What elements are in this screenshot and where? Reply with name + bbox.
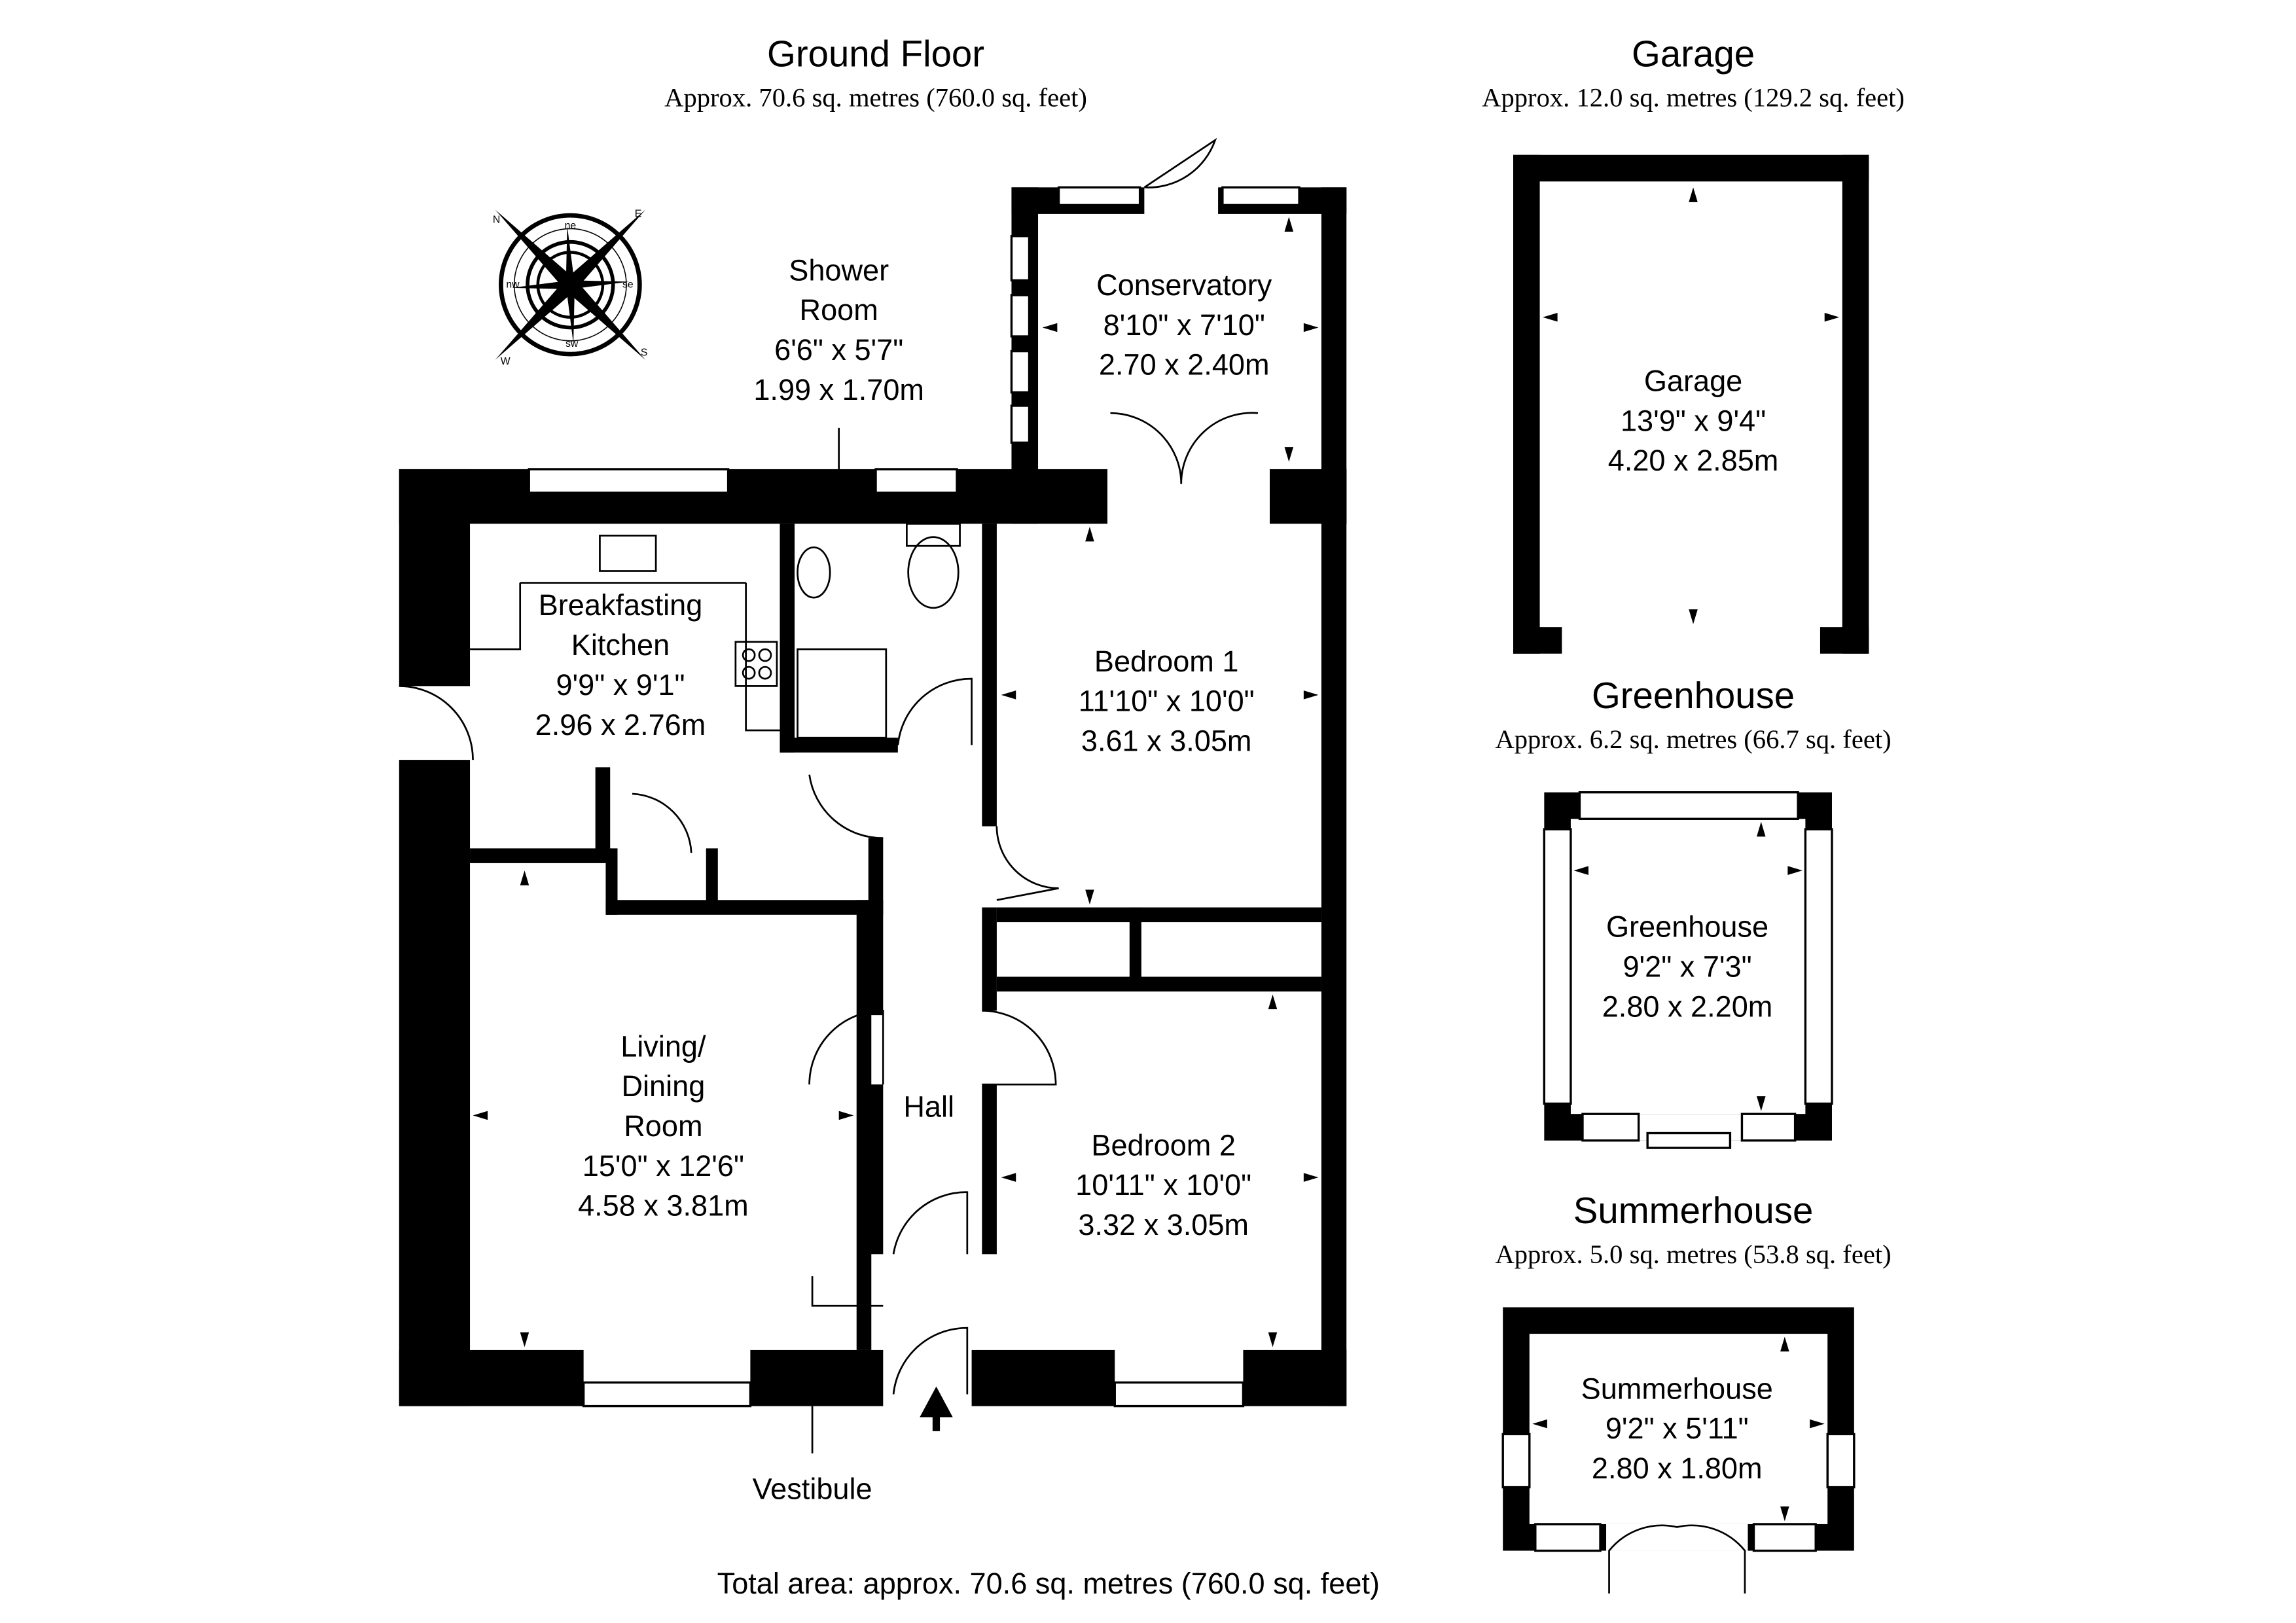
svg-text:E: E bbox=[635, 208, 642, 219]
room-summerhouse: Summerhouse 9'2" x 5'11" 2.80 x 1.80m bbox=[1581, 1372, 1773, 1485]
svg-text:Shower: Shower bbox=[789, 253, 889, 287]
room-breakfasting-kitchen: Breakfasting Kitchen 9'9" x 9'1" 2.96 x … bbox=[535, 588, 706, 741]
svg-text:9'9" x 9'1": 9'9" x 9'1" bbox=[556, 668, 685, 702]
svg-text:W: W bbox=[501, 356, 511, 367]
svg-text:9'2" x 7'3": 9'2" x 7'3" bbox=[1623, 950, 1751, 984]
greenhouse-title: Greenhouse bbox=[1592, 675, 1795, 716]
room-greenhouse: Greenhouse 9'2" x 7'3" 2.80 x 2.20m bbox=[1602, 910, 1773, 1024]
svg-text:Breakfasting: Breakfasting bbox=[539, 588, 703, 622]
garage-area: Approx. 12.0 sq. metres (129.2 sq. feet) bbox=[1482, 82, 1905, 112]
measurement-arrows bbox=[473, 187, 1840, 1522]
svg-text:Kitchen: Kitchen bbox=[571, 628, 670, 662]
svg-text:8'10" x 7'10": 8'10" x 7'10" bbox=[1103, 308, 1265, 342]
svg-text:N: N bbox=[493, 214, 500, 225]
room-garage: Garage 13'9" x 9'4" 4.20 x 2.85m bbox=[1608, 364, 1779, 477]
svg-text:Room: Room bbox=[624, 1109, 702, 1143]
room-vestibule: Vestibule bbox=[753, 1472, 872, 1506]
compass-rose-icon: N E S W ne se sw nw bbox=[493, 208, 648, 367]
svg-text:4.20 x 2.85m: 4.20 x 2.85m bbox=[1608, 444, 1779, 477]
summerhouse-walls bbox=[1501, 1307, 1856, 1594]
svg-text:11'10" x 10'0": 11'10" x 10'0" bbox=[1079, 685, 1255, 718]
svg-text:Summerhouse: Summerhouse bbox=[1581, 1372, 1773, 1405]
summerhouse-area: Approx. 5.0 sq. metres (53.8 sq. feet) bbox=[1495, 1240, 1891, 1269]
svg-text:1.99 x 1.70m: 1.99 x 1.70m bbox=[753, 373, 924, 406]
svg-text:2.96 x 2.76m: 2.96 x 2.76m bbox=[535, 708, 706, 741]
svg-text:6'6" x 5'7": 6'6" x 5'7" bbox=[774, 333, 903, 366]
svg-text:13'9" x 9'4": 13'9" x 9'4" bbox=[1621, 404, 1766, 437]
svg-text:4.58 x 3.81m: 4.58 x 3.81m bbox=[578, 1189, 749, 1222]
ground-floor-walls bbox=[399, 187, 1347, 1406]
svg-text:Conservatory: Conservatory bbox=[1096, 268, 1272, 302]
svg-text:Bedroom 1: Bedroom 1 bbox=[1094, 645, 1239, 678]
svg-text:10'11" x 10'0": 10'11" x 10'0" bbox=[1075, 1168, 1251, 1202]
svg-text:15'0" x 12'6": 15'0" x 12'6" bbox=[583, 1149, 744, 1183]
windows bbox=[528, 186, 1300, 1408]
svg-text:ne: ne bbox=[565, 220, 577, 231]
room-shower-room: Shower Room 6'6" x 5'7" 1.99 x 1.70m bbox=[753, 253, 924, 406]
svg-text:3.32 x 3.05m: 3.32 x 3.05m bbox=[1078, 1208, 1249, 1241]
svg-text:S: S bbox=[641, 347, 648, 358]
svg-text:Greenhouse: Greenhouse bbox=[1606, 910, 1768, 944]
ground-floor-title: Ground Floor bbox=[767, 33, 984, 74]
svg-text:Living/: Living/ bbox=[620, 1029, 706, 1063]
svg-text:Dining: Dining bbox=[621, 1069, 705, 1103]
room-bedroom-2: Bedroom 2 10'11" x 10'0" 3.32 x 3.05m bbox=[1075, 1128, 1251, 1241]
summerhouse-title: Summerhouse bbox=[1573, 1190, 1814, 1231]
ground-floor-area: Approx. 70.6 sq. metres (760.0 sq. feet) bbox=[664, 82, 1087, 112]
greenhouse-walls bbox=[1543, 791, 1833, 1149]
room-conservatory: Conservatory 8'10" x 7'10" 2.70 x 2.40m bbox=[1096, 268, 1272, 382]
greenhouse-area: Approx. 6.2 sq. metres (66.7 sq. feet) bbox=[1495, 724, 1891, 754]
garage-walls bbox=[1513, 154, 1869, 654]
garage-title: Garage bbox=[1632, 33, 1755, 74]
svg-text:3.61 x 3.05m: 3.61 x 3.05m bbox=[1081, 724, 1252, 758]
svg-text:sw: sw bbox=[565, 338, 579, 349]
svg-text:se: se bbox=[622, 279, 634, 291]
svg-text:2.80 x 2.20m: 2.80 x 2.20m bbox=[1602, 990, 1773, 1023]
svg-text:nw: nw bbox=[506, 279, 520, 291]
svg-text:9'2" x 5'11": 9'2" x 5'11" bbox=[1605, 1412, 1749, 1445]
svg-text:Garage: Garage bbox=[1644, 364, 1742, 397]
doors bbox=[399, 137, 1259, 1454]
svg-text:2.80 x 1.80m: 2.80 x 1.80m bbox=[1592, 1452, 1763, 1485]
svg-text:2.70 x 2.40m: 2.70 x 2.40m bbox=[1099, 348, 1270, 382]
room-bedroom-1: Bedroom 1 11'10" x 10'0" 3.61 x 3.05m bbox=[1079, 645, 1255, 758]
entrance-arrow-icon bbox=[920, 1386, 953, 1431]
room-hall: Hall bbox=[903, 1090, 954, 1124]
svg-text:Bedroom 2: Bedroom 2 bbox=[1091, 1128, 1236, 1162]
svg-text:Room: Room bbox=[800, 293, 878, 327]
room-living-dining: Living/ Dining Room 15'0" x 12'6" 4.58 x… bbox=[578, 1029, 749, 1222]
total-area: Total area: approx. 70.6 sq. metres (760… bbox=[717, 1567, 1380, 1600]
